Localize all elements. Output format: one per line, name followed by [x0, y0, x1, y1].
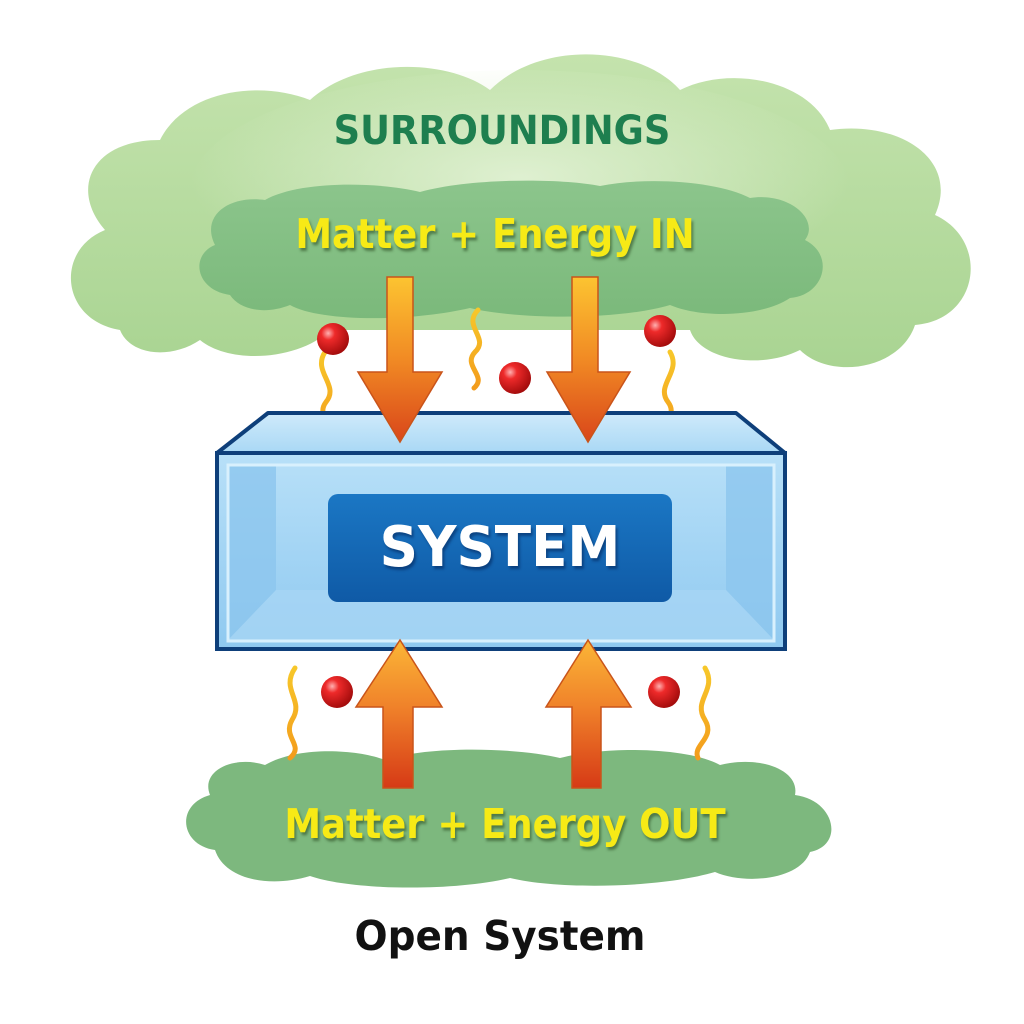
- energy-wave-icon: [286, 665, 299, 761]
- system-container: [215, 411, 787, 651]
- input-cloud: [199, 180, 823, 319]
- arrow-down-icon: [545, 276, 632, 444]
- matter-particles-in: [317, 315, 676, 394]
- energy-waves-out: [286, 665, 712, 761]
- output-flow-label: Matter + Energy OUT: [284, 800, 726, 848]
- input-arrows: [356, 276, 632, 444]
- system-label: SYSTEM: [379, 515, 621, 580]
- matter-particles-out: [321, 676, 680, 708]
- input-flow-label: Matter + Energy IN: [295, 210, 695, 258]
- matter-particle-icon: [321, 676, 353, 708]
- energy-wave-icon: [694, 665, 712, 761]
- output-cloud: [186, 749, 832, 888]
- arrow-down-icon: [356, 276, 444, 444]
- arrow-up-icon: [354, 638, 444, 789]
- system-label-box: [328, 494, 672, 602]
- energy-wave-icon: [468, 307, 483, 391]
- matter-particle-icon: [499, 362, 531, 394]
- matter-particle-icon: [644, 315, 676, 347]
- matter-particle-icon: [317, 323, 349, 355]
- arrow-up-icon: [544, 638, 633, 789]
- output-arrows: [354, 638, 633, 789]
- matter-particle-icon: [648, 676, 680, 708]
- diagram-title: Open System: [354, 912, 646, 960]
- surroundings-label: SURROUNDINGS: [333, 108, 671, 154]
